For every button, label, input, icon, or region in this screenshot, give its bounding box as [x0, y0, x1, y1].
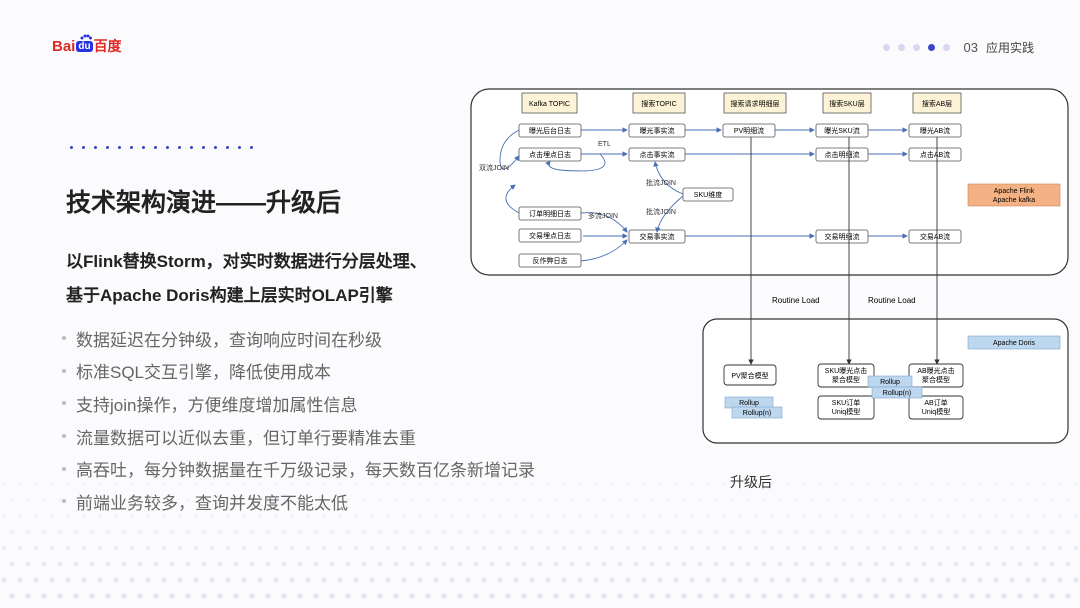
baidu-logo: Bai du 百度: [52, 37, 122, 55]
label-multi-join: 多流JOIN: [588, 211, 618, 220]
model-ab-uniq-1: AB订单: [924, 398, 947, 407]
model-sku-uniq-2: Uniq模型: [832, 407, 860, 416]
node-click-log: 点击埋点日志: [529, 150, 571, 159]
list-item: 支持join操作，方便维度增加属性信息: [62, 387, 535, 420]
label-routine-load-2: Routine Load: [868, 296, 916, 305]
model-ab-agg-2: 聚合模型: [922, 375, 950, 384]
node-ab-exposure: 曝光AB流: [920, 126, 950, 135]
label-batch-join: 批流JOIN: [646, 178, 676, 187]
model-pv-rollup: Rollup: [739, 400, 759, 407]
nav-dot: [882, 44, 890, 51]
legend-flink: Apache Flink: [994, 188, 1035, 195]
node-exposure-log: 曝光后台日志: [529, 126, 571, 135]
label-routine-load-1: Routine Load: [772, 296, 820, 305]
node-pv-stream: PV明细流: [734, 126, 764, 135]
bullet-list: 数据延迟在分钟级，查询响应时间在秒级 标准SQL交互引擎，降低使用成本 支持jo…: [62, 322, 535, 518]
nav-dot-active: [927, 44, 935, 51]
header-ab-layer: 搜索AB层: [922, 99, 952, 108]
nav-dot: [942, 44, 950, 51]
label-batch-join-2: 批流JOIN: [646, 207, 676, 216]
node-trade-detail: 交易明细流: [825, 232, 860, 241]
decorative-dotted-line: [70, 146, 253, 149]
node-sku-exposure: 曝光SKU流: [824, 126, 859, 135]
list-item: 流量数据可以近似去重，但订单行要精准去重: [62, 420, 535, 453]
section-number: 03: [963, 40, 978, 55]
nav-dot: [897, 44, 905, 51]
node-sku-dimension: SKU维度: [694, 190, 722, 199]
list-item: 标准SQL交互引擎，降低使用成本: [62, 355, 535, 388]
header-kafka-topic: Kafka TOPIC: [529, 101, 570, 108]
node-anticheat-log: 反作弊日志: [533, 256, 568, 265]
model-sku-rollup-n: Rollup(n): [883, 390, 911, 397]
subtitle-line-1: 以Flink替换Storm，对实时数据进行分层处理、: [66, 252, 427, 271]
node-trade-log: 交易埋点日志: [529, 231, 571, 240]
architecture-diagram: Kafka TOPIC 搜索TOPIC 搜索请求明细层 搜索SKU层 搜索AB层…: [470, 88, 1069, 444]
node-ab-click: 点击AB流: [920, 150, 950, 159]
page-title: 技术架构演进——升级后: [66, 189, 342, 217]
model-pv-rollup-n: Rollup(n): [743, 410, 771, 417]
node-ab-trade: 交易AB流: [920, 232, 950, 241]
section-label: 应用实践: [985, 41, 1034, 55]
list-item: 高吞吐，每分钟数据量在千万级记录，每天数百亿条新增记录: [62, 452, 535, 485]
model-ab-uniq-2: Uniq模型: [922, 407, 950, 416]
model-sku-agg-2: 聚合模型: [832, 375, 860, 384]
model-ab-agg-1: AB曝光点击: [917, 366, 954, 375]
label-dual-join: 双流JOIN: [479, 163, 509, 172]
section-nav: 03 应用实践: [882, 39, 1034, 56]
node-click-detail: 点击明细流: [825, 150, 860, 159]
header-detail-layer: 搜索请求明细层: [731, 99, 780, 108]
flink-kafka-frame: [470, 88, 1069, 276]
model-sku-agg-1: SKU曝光点击: [825, 366, 867, 375]
model-sku-rollup: Rollup: [880, 379, 900, 386]
list-item: 数据延迟在分钟级，查询响应时间在秒级: [62, 322, 535, 355]
legend-doris: Apache Doris: [993, 340, 1036, 347]
subtitle-line-2: 基于Apache Doris构建上层实时OLAP引擎: [66, 286, 393, 305]
header-sku-layer: 搜索SKU层: [829, 99, 864, 108]
node-exposure-stream: 曝光事实流: [640, 126, 675, 135]
background-dot-pattern: [1, 482, 1079, 599]
model-pv-agg: PV聚合模型: [731, 371, 768, 380]
nav-dot: [912, 44, 920, 51]
model-sku-uniq-1: SKU订单: [832, 398, 860, 407]
list-item: 前端业务较多，查询并发度不能太低: [62, 485, 535, 518]
node-order-log: 订单明细日志: [529, 209, 571, 218]
label-etl: ETL: [598, 141, 611, 148]
node-trade-stream: 交易事实流: [640, 232, 675, 241]
legend-kafka: Apache kafka: [993, 197, 1036, 204]
node-click-stream: 点击事实流: [640, 150, 675, 159]
header-search-topic: 搜索TOPIC: [641, 99, 676, 108]
diagram-caption: 升级后: [730, 474, 772, 490]
paw-icon: [80, 34, 92, 40]
